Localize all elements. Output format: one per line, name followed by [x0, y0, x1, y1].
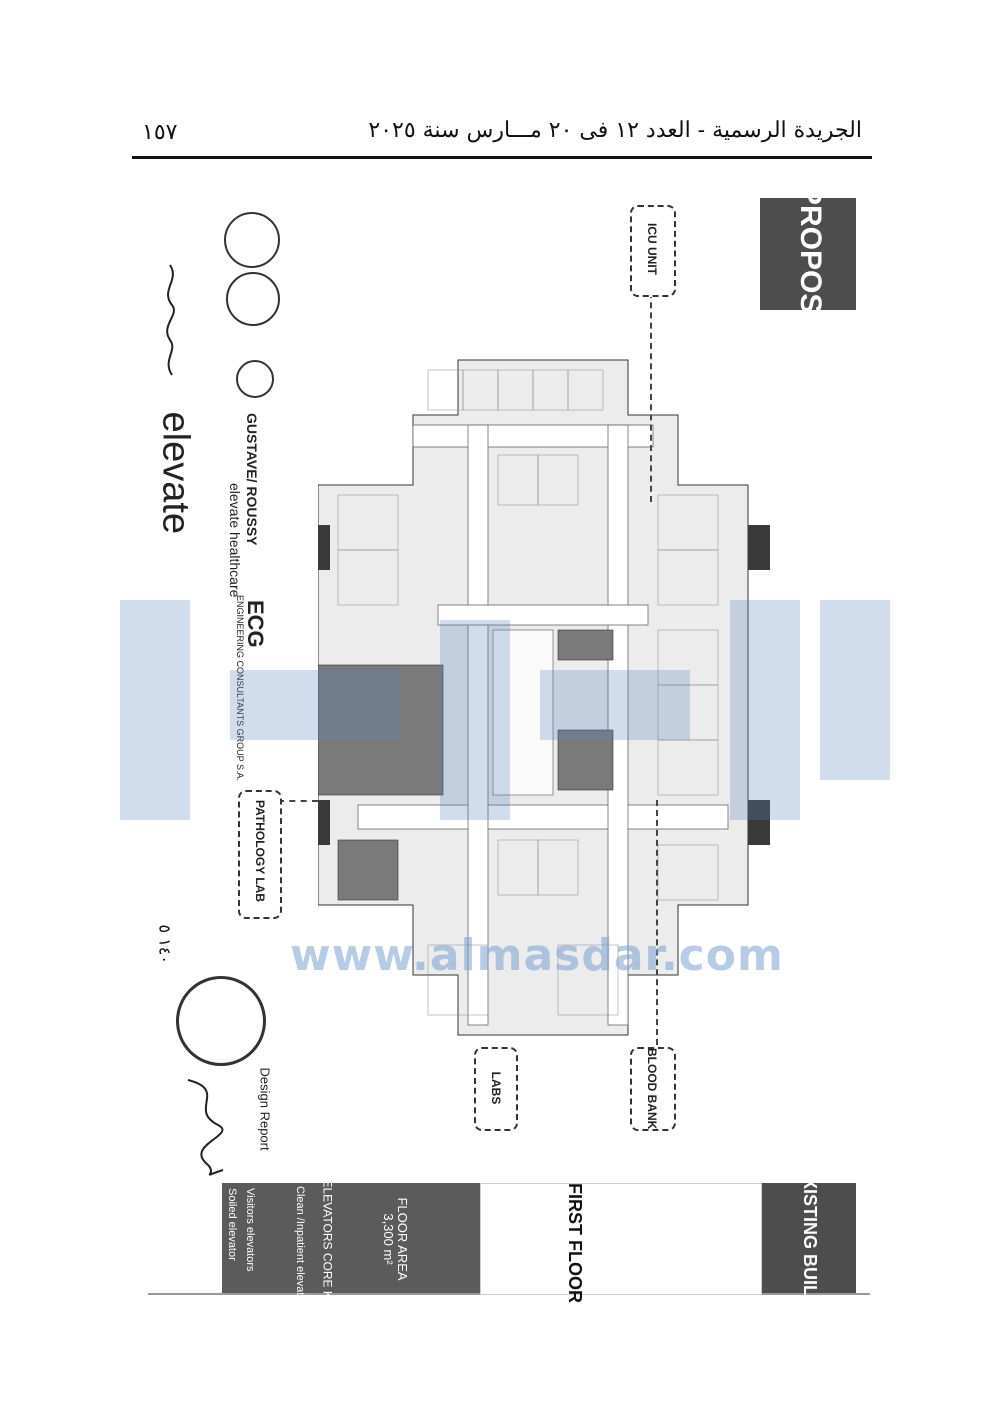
icu-leader	[650, 292, 652, 502]
proposed-plan-box	[760, 198, 856, 310]
blood-bank-zone: BLOOD BANK	[630, 1047, 676, 1131]
floor-area-value: 3,300 m²	[381, 1213, 396, 1265]
floor-area-label: FLOOR AREA 3,300 m²	[381, 1189, 410, 1289]
floor-box	[480, 1183, 762, 1295]
blood-bank-label: BLOOD BANK	[645, 1048, 659, 1130]
signature-scribble	[187, 1079, 224, 1176]
key-item-soiled: Soiled elevator	[226, 1188, 238, 1261]
ecg-full-name: ENGINEERING CONSULTANTS GROUP S.A.	[235, 595, 245, 782]
icu-unit-zone: ICU UNIT	[630, 205, 676, 297]
ministry-seal	[226, 272, 280, 326]
elevate-logo: elevate	[154, 411, 197, 535]
floor-area-title: FLOOR AREA	[395, 1197, 410, 1281]
ecg-logo: ECG	[243, 600, 268, 648]
official-stamp	[176, 976, 266, 1066]
gustave-roussy-logo: GUSTAVE/ ROUSSY	[244, 413, 260, 546]
elevators-key-title: ELEVATORS CORE KEY	[320, 1179, 335, 1315]
egypt-emblem	[224, 212, 280, 268]
header-rule	[132, 156, 872, 159]
proposed-plan-title: PROPOSED PLAN	[794, 185, 827, 446]
elevator-key-box	[222, 1183, 480, 1293]
elevate-healthcare-logo: elevate healthcare	[227, 483, 243, 598]
design-report-label: Design Report	[257, 1067, 273, 1151]
page-header: ١٥٧ الجريدة الرسمية - العدد ١٢ فى ٢٠ مــ…	[132, 112, 872, 158]
page-number: ١٥٧	[142, 120, 178, 145]
pathology-leader	[278, 800, 318, 802]
handwritten-signature	[166, 264, 175, 376]
icu-unit-label: ICU UNIT	[645, 223, 659, 275]
journal-title: الجريدة الرسمية - العدد ١٢ فى ٢٠ مـــارس…	[368, 118, 862, 143]
existing-building-label: EXISTING BUILDING - B01	[800, 1165, 820, 1391]
floor-label: FIRST FLOOR	[565, 1183, 585, 1303]
key-item-clean: Clean /Inpatient elevators	[294, 1186, 306, 1311]
floor-plan-drawing	[318, 359, 770, 1036]
handwritten-note: ١٤٠ ٥	[155, 924, 175, 964]
blood-bank-leader	[656, 800, 658, 1045]
key-item-visitors: Visitors elevators	[244, 1188, 256, 1272]
existing-building-box	[760, 1183, 856, 1293]
pathology-lab-label: PATHOLOGY LAB	[253, 800, 267, 902]
watermark-url: www.almasdar.com	[290, 930, 784, 981]
pathology-lab-zone: PATHOLOGY LAB	[238, 790, 282, 919]
labs-zone: LABS	[474, 1047, 518, 1131]
cancer-centers-logo	[236, 360, 274, 398]
labs-label: LABS	[489, 1071, 503, 1105]
